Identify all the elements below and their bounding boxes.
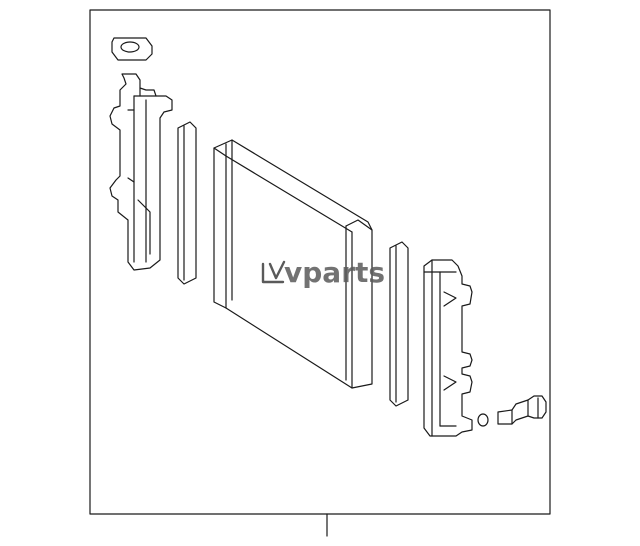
- diagram-frame: [89, 9, 551, 515]
- watermark-text: vparts: [284, 256, 385, 289]
- drain-plug: [497, 395, 547, 425]
- right-tank: [423, 259, 473, 437]
- lv-logo-icon: [261, 260, 286, 284]
- watermark: vparts: [261, 256, 385, 289]
- thermostat-gasket: [111, 37, 153, 61]
- left-tank: [109, 73, 173, 271]
- radiator-core: [213, 139, 373, 389]
- drain-o-ring: [477, 413, 489, 427]
- right-tank-seal: [389, 241, 409, 407]
- left-tank-seal: [177, 121, 197, 285]
